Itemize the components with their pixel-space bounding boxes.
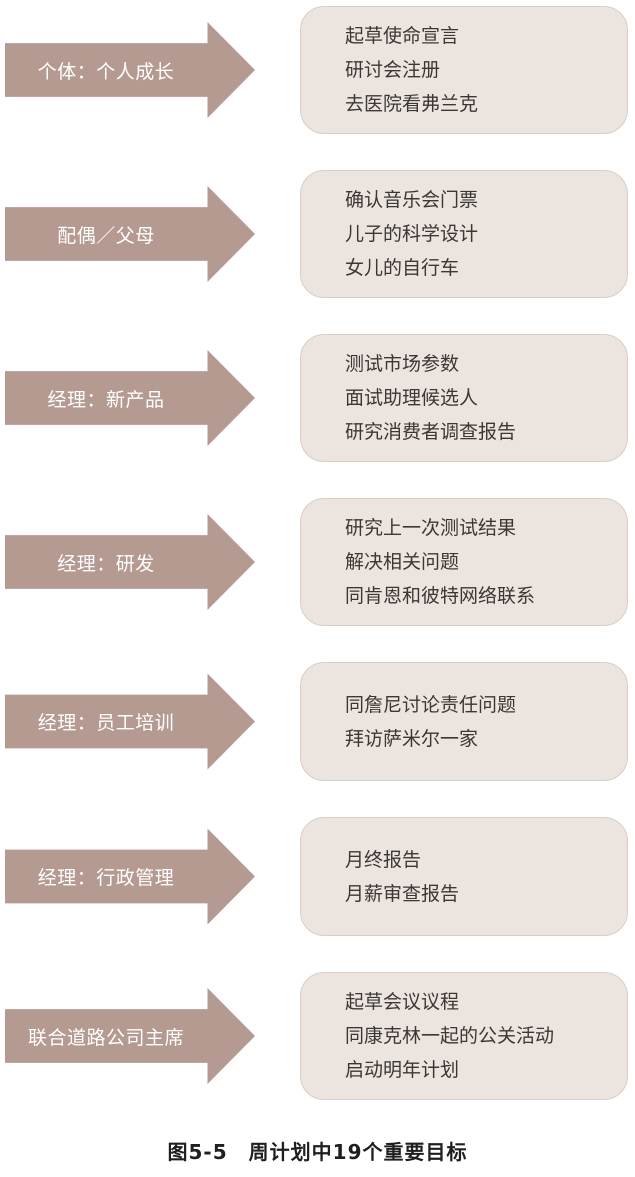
task-item: 同肯恩和彼特网络联系	[345, 585, 536, 607]
task-item: 同康克林一起的公关活动	[345, 1025, 555, 1047]
task-box: 同詹尼讨论责任问题拜访萨米尔一家	[300, 662, 628, 781]
role-arrow: 个体：个人成长	[5, 22, 255, 118]
role-label: 经理：研发	[57, 552, 155, 575]
role-arrow: 经理：新产品	[5, 350, 255, 446]
role-arrow: 经理：员工培训	[5, 673, 255, 770]
task-item: 儿子的科学设计	[345, 223, 479, 245]
task-box: 研究上一次测试结果解决相关问题同肯恩和彼特网络联系	[300, 498, 628, 626]
task-item: 启动明年计划	[345, 1059, 460, 1081]
task-item: 确认音乐会门票	[345, 189, 479, 211]
role-arrow: 经理：研发	[5, 514, 255, 610]
task-item: 研究消费者调查报告	[345, 421, 517, 443]
task-item: 拜访萨米尔一家	[345, 727, 479, 750]
task-box: 起草会议议程同康克林一起的公关活动启动明年计划	[300, 972, 628, 1100]
rows-container: 个体：个人成长 起草使命宣言研讨会注册去医院看弗兰克 配偶／父母 确认音乐会门票…	[5, 6, 630, 1100]
task-item: 起草使命宣言	[345, 25, 460, 47]
role-arrow: 经理：行政管理	[5, 828, 255, 925]
task-item: 去医院看弗兰克	[345, 93, 479, 115]
role-label: 联合道路公司主席	[27, 1026, 184, 1049]
task-box: 起草使命宣言研讨会注册去医院看弗兰克	[300, 6, 628, 134]
task-item: 女儿的自行车	[345, 257, 460, 279]
plan-row: 个体：个人成长 起草使命宣言研讨会注册去医院看弗兰克	[5, 6, 630, 134]
task-item: 解决相关问题	[345, 551, 460, 573]
task-item: 月薪审查报告	[345, 882, 460, 905]
task-item: 同詹尼讨论责任问题	[345, 693, 517, 716]
role-arrow: 联合道路公司主席	[5, 988, 255, 1084]
plan-row: 经理：行政管理 月终报告月薪审查报告	[5, 817, 630, 936]
role-arrow: 配偶／父母	[5, 186, 255, 282]
task-item: 研讨会注册	[345, 59, 441, 81]
task-item: 月终报告	[345, 848, 422, 871]
role-label: 个体：个人成长	[37, 60, 175, 83]
role-label: 经理：行政管理	[37, 867, 175, 889]
task-item: 研究上一次测试结果	[345, 517, 517, 539]
task-item: 测试市场参数	[345, 353, 460, 375]
role-label: 配偶／父母	[57, 224, 155, 247]
role-label: 经理：新产品	[47, 388, 165, 411]
role-label: 经理：员工培训	[37, 712, 175, 734]
task-box: 测试市场参数面试助理候选人研究消费者调查报告	[300, 334, 628, 462]
plan-row: 配偶／父母 确认音乐会门票儿子的科学设计女儿的自行车	[5, 170, 630, 298]
plan-row: 经理：新产品 测试市场参数面试助理候选人研究消费者调查报告	[5, 334, 630, 462]
task-item: 面试助理候选人	[345, 387, 479, 409]
plan-row: 经理：员工培训 同詹尼讨论责任问题拜访萨米尔一家	[5, 662, 630, 781]
task-box: 确认音乐会门票儿子的科学设计女儿的自行车	[300, 170, 628, 298]
plan-row: 经理：研发 研究上一次测试结果解决相关问题同肯恩和彼特网络联系	[5, 498, 630, 626]
task-item: 起草会议议程	[345, 991, 460, 1013]
plan-row: 联合道路公司主席 起草会议议程同康克林一起的公关活动启动明年计划	[5, 972, 630, 1100]
figure-caption: 图5-5 周计划中19个重要目标	[167, 1140, 468, 1164]
task-box: 月终报告月薪审查报告	[300, 817, 628, 936]
